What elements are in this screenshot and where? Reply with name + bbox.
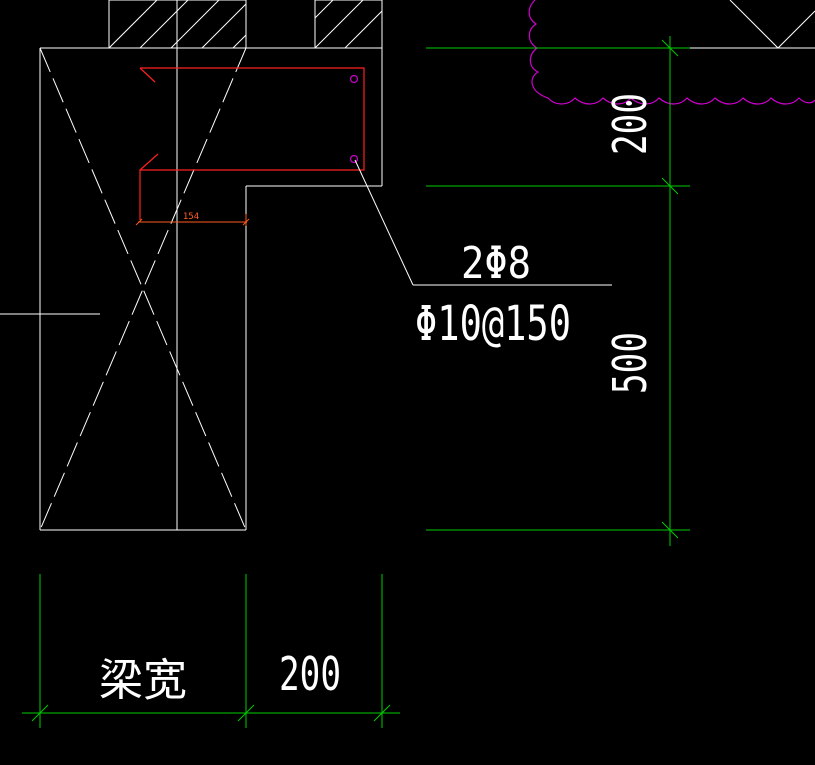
dimension-200-horizontal: 200 bbox=[279, 647, 341, 701]
beam-width-label: 梁宽 bbox=[99, 655, 187, 706]
slab-edge-right bbox=[682, 0, 815, 49]
revision-cloud bbox=[528, 0, 815, 105]
centerlines bbox=[0, 0, 178, 530]
rebar-leader bbox=[354, 159, 612, 286]
rebar-longitudinal-label: 2Φ8 bbox=[461, 238, 531, 289]
rebar-dot-bottom bbox=[349, 154, 359, 164]
dimension-500-vertical: 500 bbox=[603, 332, 657, 394]
stirrup-rebar bbox=[139, 67, 365, 220]
rebar-dot-top bbox=[349, 74, 359, 84]
right-dimension-chain bbox=[426, 36, 690, 546]
beam-outline bbox=[39, 0, 383, 531]
bottom-dimension-chain bbox=[22, 574, 400, 728]
longitudinal-bar-dots bbox=[349, 74, 359, 164]
inner-dimension bbox=[135, 214, 250, 226]
dimension-200-vertical: 200 bbox=[603, 93, 657, 155]
hatched-column-stub-right bbox=[314, 0, 383, 49]
inner-dimension-text: 154 bbox=[183, 212, 199, 222]
cross-diagonals bbox=[39, 47, 247, 531]
rebar-stirrup-label: Φ10@150 bbox=[415, 296, 571, 352]
